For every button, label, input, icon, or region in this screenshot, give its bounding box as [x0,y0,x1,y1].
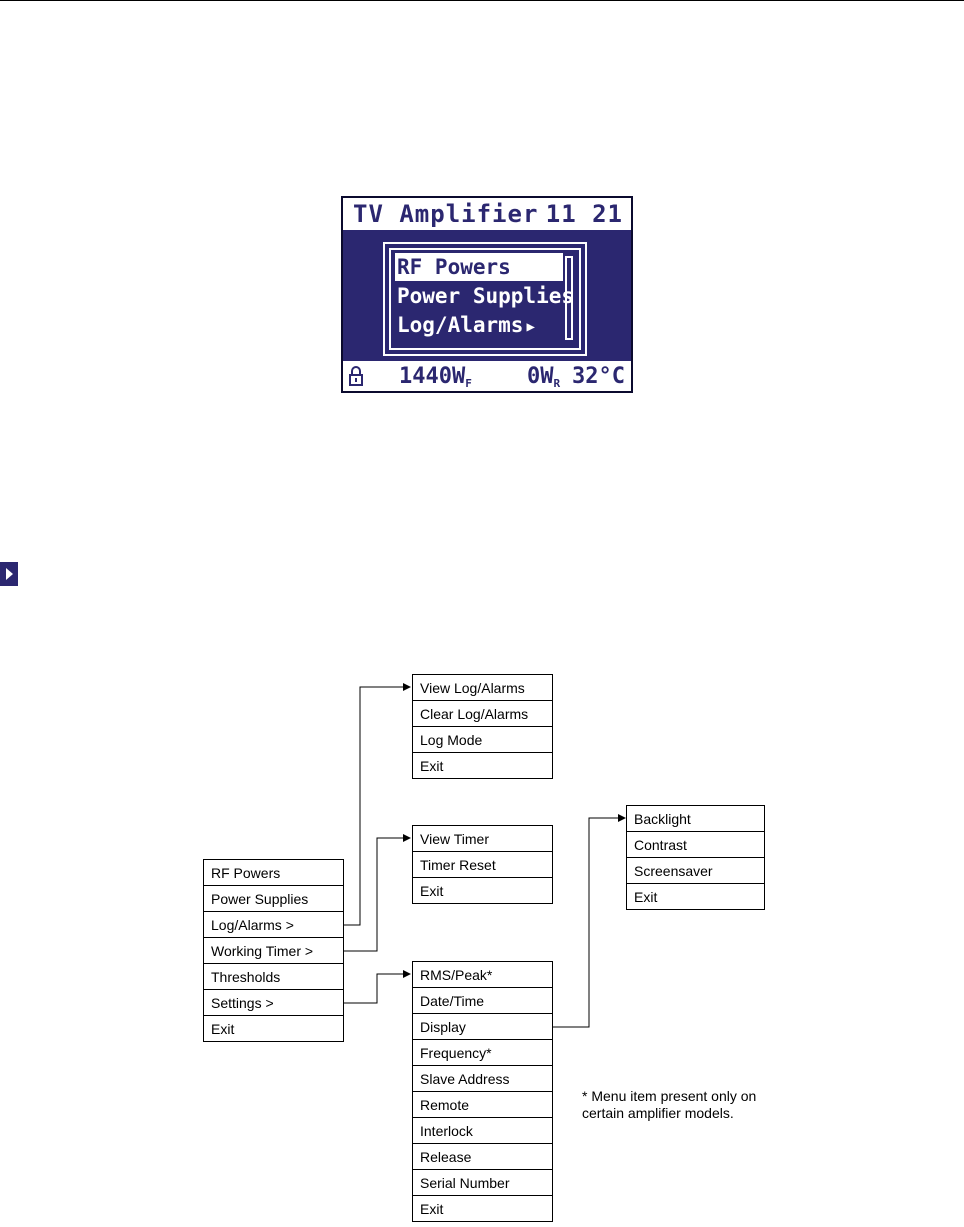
settings-menu-item[interactable]: Serial Number [413,1170,552,1196]
display-menu-item[interactable]: Contrast [627,832,764,858]
main-menu-item[interactable]: Settings > [204,990,343,1016]
forward-power-value: 1440W [399,364,466,389]
top-rule [0,0,964,1]
working-timer-menu: View Timer Timer Reset Exit [412,825,553,904]
log-menu-item[interactable]: Clear Log/Alarms [413,701,552,727]
main-menu-item[interactable]: RF Powers [204,860,343,886]
settings-menu-item[interactable]: Date/Time [413,988,552,1014]
settings-menu-item[interactable]: Exit [413,1196,552,1222]
main-menu-item[interactable]: Thresholds [204,964,343,990]
lcd-menu-frame: RF Powers Power Supplies Log/Alarms▶ [383,242,587,356]
lcd-menu-list: RF Powers Power Supplies Log/Alarms▶ [389,248,581,350]
display-menu: Backlight Contrast Screensaver Exit [626,805,765,910]
settings-menu-item[interactable]: Release [413,1144,552,1170]
connector-working-timer [343,834,411,952]
lcd-menu-item-rf-powers[interactable]: RF Powers [395,253,563,281]
reflected-power-subscript: R [553,377,561,390]
temperature: 32°C [572,364,625,389]
side-arrow-icon [0,562,18,586]
main-menu-item[interactable]: Exit [204,1016,343,1042]
log-alarms-menu: View Log/Alarms Clear Log/Alarms Log Mod… [412,674,553,779]
settings-menu-item[interactable]: Slave Address [413,1066,552,1092]
forward-power-subscript: F [465,377,472,390]
log-menu-item[interactable]: Log Mode [413,727,552,753]
footnote: * Menu item present only on certain ampl… [582,1088,757,1121]
settings-menu: RMS/Peak* Date/Time Display Frequency* S… [412,961,553,1222]
lcd-menu-item-label: Log/Alarms [397,313,524,337]
main-menu-item[interactable]: Log/Alarms > [204,912,343,938]
settings-menu-item[interactable]: Display [413,1014,552,1040]
timer-menu-item[interactable]: View Timer [413,826,552,852]
connector-display [552,814,626,1028]
lcd-status-bar: 1440WF 0WR 32°C [343,361,631,391]
lcd-menu-item-power-supplies[interactable]: Power Supplies [395,282,574,310]
lcd-menu-item-label: Power Supplies [397,284,575,308]
settings-menu-item[interactable]: Frequency* [413,1040,552,1066]
lock-icon [349,366,363,386]
lcd-display: TV Amplifier 11 21 RF Powers Power Suppl… [341,196,633,393]
timer-menu-item[interactable]: Timer Reset [413,852,552,878]
settings-menu-item[interactable]: RMS/Peak* [413,962,552,988]
display-menu-item[interactable]: Screensaver [627,858,764,884]
display-menu-item[interactable]: Backlight [627,806,764,832]
lcd-title: TV Amplifier [353,200,539,228]
main-menu-item[interactable]: Power Supplies [204,886,343,912]
reflected-power: 0WR [527,364,560,390]
lcd-menu-item-log-alarms[interactable]: Log/Alarms▶ [395,311,563,339]
lcd-menu-item-label: RF Powers [397,255,511,279]
reflected-power-value: 0W [527,364,554,389]
main-menu: RF Powers Power Supplies Log/Alarms > Wo… [203,859,344,1042]
lcd-header: TV Amplifier 11 21 [343,198,631,230]
settings-menu-item[interactable]: Remote [413,1092,552,1118]
settings-menu-item[interactable]: Interlock [413,1118,552,1144]
log-menu-item[interactable]: View Log/Alarms [413,675,552,701]
display-menu-item[interactable]: Exit [627,884,764,910]
main-menu-item[interactable]: Working Timer > [204,938,343,964]
timer-menu-item[interactable]: Exit [413,878,552,904]
submenu-arrow-icon: ▶ [526,319,535,335]
connector-log-alarms [343,683,411,926]
lcd-scrollbar[interactable] [565,256,573,340]
log-menu-item[interactable]: Exit [413,753,552,779]
connector-settings [343,970,411,1004]
forward-power: 1440WF [399,364,472,390]
lcd-time: 11 21 [545,200,623,228]
